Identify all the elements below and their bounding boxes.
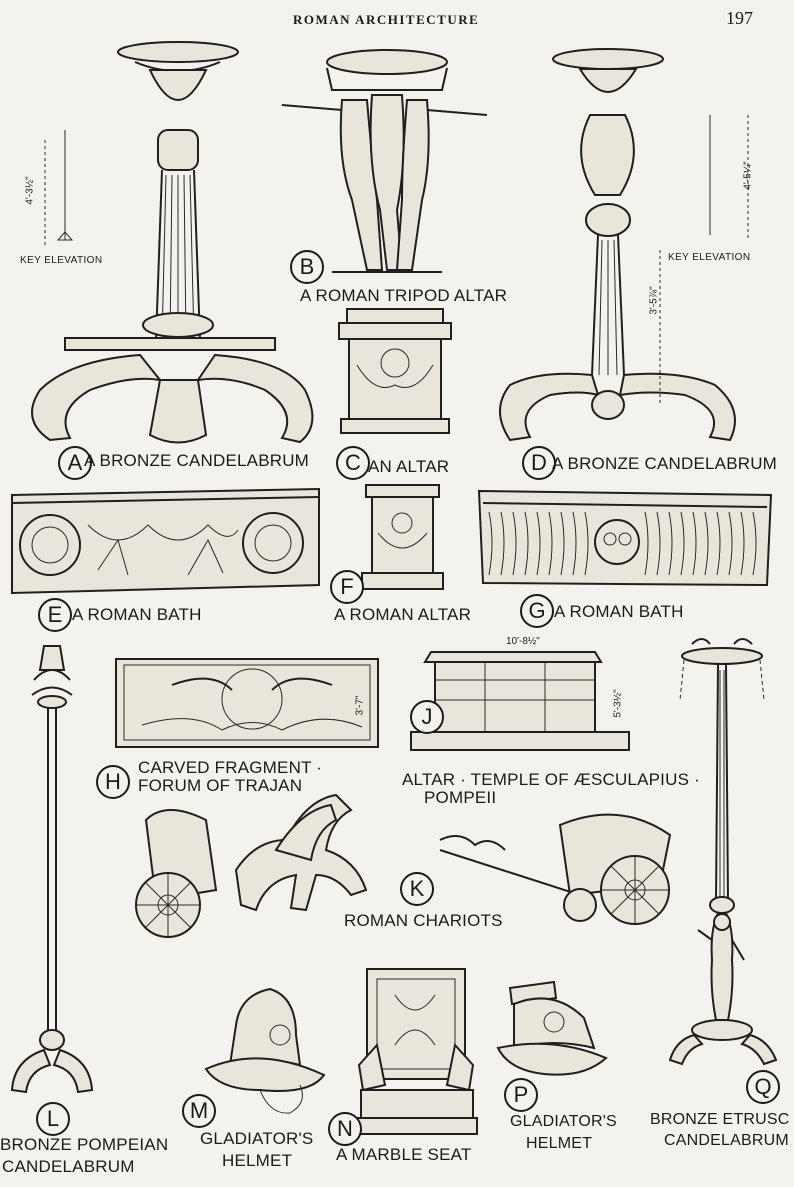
figure-f-caption: A ROMAN ALTAR xyxy=(334,605,472,624)
figure-k-chariot-right xyxy=(430,795,695,940)
figure-e-letter: E xyxy=(38,598,72,632)
figure-q-caption-line1: BRONZE ETRUSC xyxy=(650,1111,790,1128)
dimension-j-width: 10'-8½" xyxy=(506,636,540,647)
figure-n-caption: A MARBLE SEAT xyxy=(336,1145,472,1164)
figure-f-drawing xyxy=(360,483,445,593)
figure-p-caption-line1: GLADIATOR'S xyxy=(510,1113,617,1130)
figure-j-drawing xyxy=(405,640,637,758)
figure-b-drawing xyxy=(272,40,497,280)
page-number: 197 xyxy=(726,8,753,28)
figure-g-letter: G xyxy=(520,594,554,628)
figure-m-caption-line2: HELMET xyxy=(222,1151,293,1170)
figure-n-drawing xyxy=(355,965,480,1140)
dimension-d-shaft: 3'-5⅞" xyxy=(648,286,660,315)
figure-p-letter: P xyxy=(504,1078,538,1112)
figure-c-letter: C xyxy=(336,446,370,480)
figure-m-drawing xyxy=(200,985,330,1120)
dimension-a-height: 4'-3½" xyxy=(24,176,36,205)
figure-h-drawing xyxy=(112,655,387,755)
figure-l-caption-line1: BRONZE POMPEIAN xyxy=(0,1135,169,1154)
figure-h-caption-line1: CARVED FRAGMENT · xyxy=(138,758,323,777)
figure-g-drawing xyxy=(475,487,775,592)
figure-a-drawing xyxy=(10,40,330,450)
figure-h-caption-line2: FORUM OF TRAJAN xyxy=(138,776,303,795)
figure-q-drawing xyxy=(662,630,787,1080)
figure-n-letter: N xyxy=(328,1112,362,1146)
figure-d-letter: D xyxy=(522,446,556,480)
figure-p-caption-line2: HELMET xyxy=(526,1135,593,1152)
dimension-h-height: 3'-7" xyxy=(354,695,366,716)
figure-l-letter: L xyxy=(36,1102,70,1136)
figure-e-drawing xyxy=(8,485,323,600)
figure-c-drawing xyxy=(335,305,455,440)
figure-c-caption: AN ALTAR xyxy=(368,457,450,476)
page-header: ROMAN ARCHITECTURE 197 xyxy=(0,8,794,32)
figure-q-caption-line2: CANDELABRUM xyxy=(664,1132,789,1149)
figure-b-caption: A ROMAN TRIPOD ALTAR xyxy=(300,286,508,305)
figure-l-drawing xyxy=(4,640,100,1100)
dimension-j-height: 5'-3½" xyxy=(612,689,624,718)
figure-p-drawing xyxy=(494,978,609,1083)
figure-k-chariot-left xyxy=(126,780,396,950)
figure-d-drawing xyxy=(480,45,780,450)
figure-e-caption: A ROMAN BATH xyxy=(72,605,202,624)
figure-k-letter: K xyxy=(400,872,434,906)
running-head: ROMAN ARCHITECTURE xyxy=(293,12,480,27)
figure-m-letter: M xyxy=(182,1094,216,1128)
figure-k-caption: ROMAN CHARIOTS xyxy=(344,911,503,930)
figure-g-caption: A ROMAN BATH xyxy=(554,602,684,621)
figure-j-caption-line1: ALTAR · TEMPLE OF ÆSCULAPIUS · xyxy=(402,770,700,789)
figure-j-caption-line2: POMPEII xyxy=(424,788,497,807)
figure-f-letter: F xyxy=(330,570,364,604)
figure-d-caption: A BRONZE CANDELABRUM xyxy=(552,454,778,473)
figure-a-letter: A xyxy=(58,446,92,480)
figure-m-caption-line1: GLADIATOR'S xyxy=(200,1129,314,1148)
dimension-d-height: 4'-5¼" xyxy=(742,161,754,190)
figure-q-letter: Q xyxy=(746,1070,780,1104)
figure-h-letter: H xyxy=(96,765,130,799)
key-elevation-label-d: KEY ELEVATION xyxy=(668,252,751,263)
figure-b-letter: B xyxy=(290,250,324,284)
key-elevation-label-a: KEY ELEVATION xyxy=(20,255,103,266)
figure-j-letter: J xyxy=(410,700,444,734)
figure-l-caption-line2: CANDELABRUM xyxy=(2,1157,135,1176)
figure-a-caption: A BRONZE CANDELABRUM xyxy=(84,451,310,470)
